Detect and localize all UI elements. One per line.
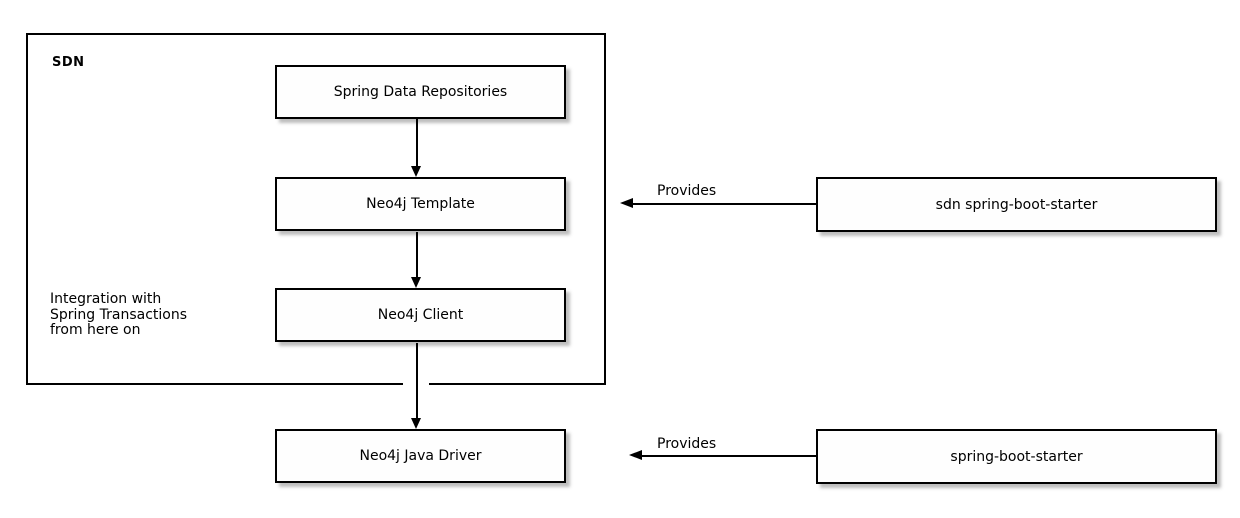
note-line: Spring Transactions (50, 306, 188, 323)
note-line: Integration with (50, 291, 162, 307)
edge-client-to-driver (416, 343, 418, 418)
node-spring-data-repositories: Spring Data Repositories (275, 65, 566, 119)
edge-repositories-to-template (416, 119, 418, 166)
edge-boot-starter-provides (642, 455, 816, 457)
node-sdn-spring-boot-starter: sdn spring-boot-starter (816, 177, 1217, 232)
node-spring-boot-starter: spring-boot-starter (816, 429, 1217, 484)
edge-template-to-client (416, 232, 418, 277)
sdn-group-label: SDN (52, 55, 85, 70)
node-neo4j-client: Neo4j Client (275, 288, 566, 342)
arrowhead-down-icon (411, 166, 421, 177)
note-line: from here on (50, 322, 141, 338)
edge-sdn-starter-provides (633, 203, 816, 205)
provides-label-bottom: Provides (657, 436, 717, 452)
sdn-group-box (26, 33, 606, 385)
provides-label-top: Provides (657, 183, 717, 199)
arrowhead-left-icon (620, 198, 633, 208)
arrowhead-down-icon (411, 277, 421, 288)
node-neo4j-java-driver: Neo4j Java Driver (275, 429, 566, 483)
node-neo4j-template: Neo4j Template (275, 177, 566, 231)
arrowhead-left-icon (629, 450, 642, 460)
transactions-note: Integration with Spring Transactions fro… (50, 291, 188, 339)
arrowhead-down-icon (411, 418, 421, 429)
